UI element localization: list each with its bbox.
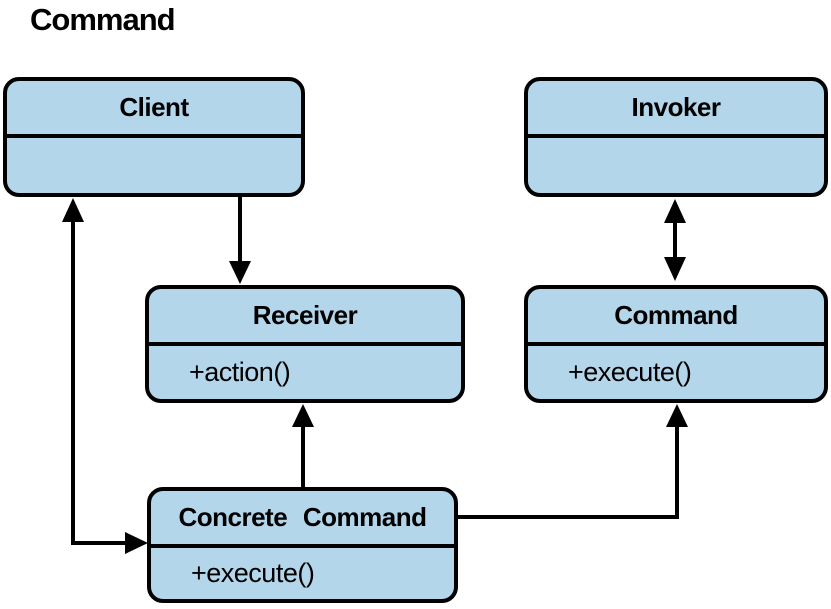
class-body-command: +execute() [568, 357, 692, 387]
arrowhead-up-into-client-icon [62, 198, 84, 222]
connector-concrete-command-to-command-line [458, 425, 679, 519]
class-body-concrete-command: +execute() [191, 558, 315, 588]
class-box-invoker: Invoker [524, 77, 828, 197]
class-title-concrete-command: Concrete Command [151, 491, 454, 548]
class-box-receiver: Receiver +action() [145, 285, 465, 403]
connector-concrete-command-to-receiver [292, 404, 314, 487]
class-box-client: Client [3, 77, 305, 197]
connector-client-to-receiver [229, 197, 251, 284]
class-title-receiver: Receiver [149, 289, 461, 346]
class-title-invoker: Invoker [528, 81, 824, 138]
arrowhead-up-into-invoker-icon [664, 199, 686, 223]
page-title: Command [30, 2, 176, 37]
arrowhead-right-into-concrete-command-icon [125, 532, 148, 554]
connector-client-concrete-command-line [71, 220, 127, 545]
class-title-client: Client [7, 81, 301, 138]
connector-invoker-command [664, 199, 686, 281]
arrowhead-up-into-command-icon [666, 404, 688, 427]
class-body-invoker [528, 138, 824, 193]
arrowhead-down-into-command-icon [664, 257, 686, 281]
class-box-concrete-command: Concrete Command +execute() [147, 487, 458, 603]
class-body-client [7, 138, 301, 193]
class-title-command: Command [528, 289, 824, 346]
connector-client-concrete-command [62, 198, 148, 554]
connector-concrete-command-to-command [458, 404, 688, 519]
arrowhead-down-into-receiver-icon [229, 261, 251, 284]
class-box-command: Command +execute() [524, 285, 828, 403]
class-body-receiver: +action() [189, 357, 291, 387]
arrowhead-up-into-receiver-icon [292, 404, 314, 427]
